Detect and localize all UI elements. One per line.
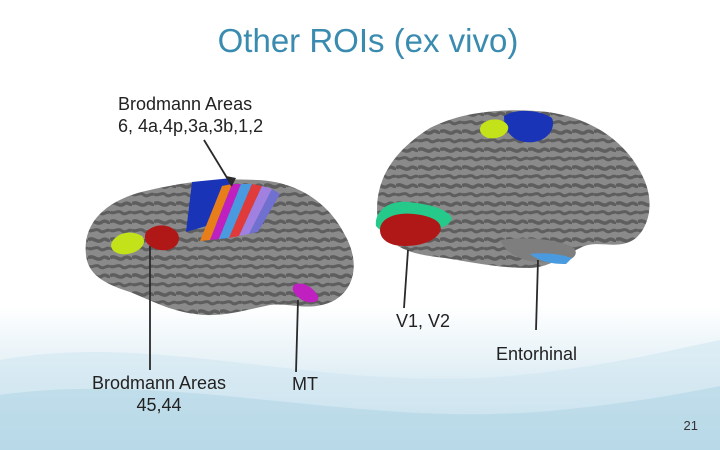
pointer-lines bbox=[149, 139, 539, 373]
right-hemisphere bbox=[375, 110, 650, 268]
roi-area-4p bbox=[210, 184, 241, 240]
label-brodmann-motor-line2: 6, 4a,4p,3a,3b,1,2 bbox=[118, 116, 264, 136]
slide-number: 21 bbox=[683, 418, 698, 433]
label-brodmann-broca-line2: 45,44 bbox=[136, 395, 182, 415]
pointer-entorhinal bbox=[535, 259, 539, 331]
roi-area-45 bbox=[111, 232, 145, 255]
roi-medial-blue bbox=[504, 110, 554, 143]
roi-mt bbox=[292, 283, 319, 303]
label-entorhinal: Entorhinal bbox=[496, 344, 578, 364]
label-brodmann-broca-line1: Brodmann Areas bbox=[91, 373, 227, 393]
roi-area-2 bbox=[249, 189, 280, 234]
roi-area-3a bbox=[219, 184, 252, 239]
label-brodmann-motor: Brodmann Areas 6, 4a,4p,3a,3b,1,2 bbox=[118, 93, 263, 137]
label-mt: MT bbox=[292, 374, 318, 394]
roi-area-4a bbox=[200, 184, 232, 241]
label-v1-v2: V1, V2 bbox=[396, 311, 451, 331]
pointer-motor bbox=[203, 139, 233, 187]
arrowhead-motor bbox=[226, 176, 236, 186]
left-hemisphere bbox=[85, 178, 354, 316]
slide-title: Other ROIs (ex vivo) bbox=[217, 22, 519, 59]
roi-area-3b bbox=[229, 184, 262, 238]
label-brodmann-broca: Brodmann Areas 45,44 bbox=[84, 372, 234, 416]
roi-v1 bbox=[380, 213, 441, 246]
pointer-mt bbox=[295, 299, 299, 373]
right-hemisphere-surface bbox=[377, 110, 650, 268]
roi-area-44 bbox=[144, 225, 179, 251]
label-brodmann-motor-line1: Brodmann Areas bbox=[118, 94, 253, 114]
roi-area-1 bbox=[239, 186, 272, 236]
roi-entorhinal bbox=[530, 253, 572, 264]
left-hemisphere-surface bbox=[85, 179, 354, 316]
pointer-v1v2 bbox=[403, 249, 409, 309]
roi-medial-yellow bbox=[480, 119, 509, 139]
